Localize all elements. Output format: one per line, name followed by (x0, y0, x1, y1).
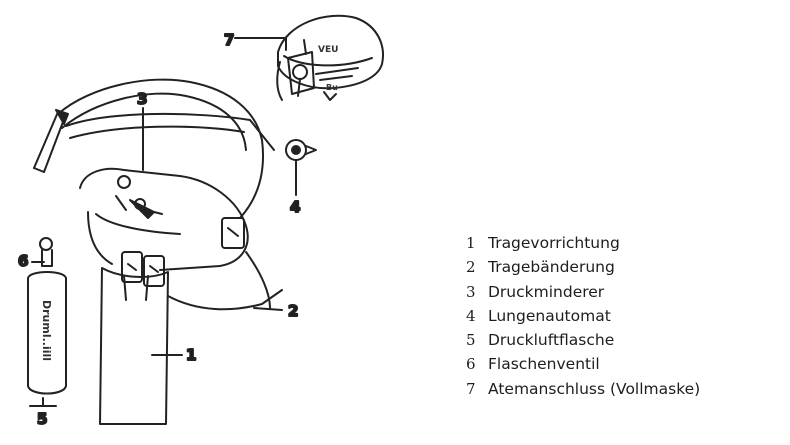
legend: 1 Tragevorrichtung 2 Tragebänderung 3 Dr… (466, 234, 700, 404)
callout-6: 6 (18, 252, 28, 270)
cylinder-label: Druml..iill (40, 300, 53, 361)
callout-3: 3 (137, 90, 147, 108)
legend-label: Tragevorrichtung (488, 234, 620, 252)
legend-number: 4 (466, 307, 488, 325)
legend-label: Flaschenventil (488, 355, 600, 373)
legend-item: 5 Druckluftflasche (466, 331, 700, 355)
legend-number: 5 (466, 331, 488, 349)
legend-number: 7 (466, 380, 488, 398)
legend-label: Tragebänderung (488, 258, 615, 276)
legend-label: Atemanschluss (Vollmaske) (488, 380, 700, 398)
legend-item: 1 Tragevorrichtung (466, 234, 700, 258)
callout-5: 5 (37, 410, 47, 428)
legend-item: 4 Lungenautomat (466, 307, 700, 331)
legend-number: 1 (466, 234, 488, 252)
legend-item: 3 Druckminderer (466, 283, 700, 307)
legend-number: 3 (466, 283, 488, 301)
callout-7: 7 (224, 31, 234, 49)
legend-number: 2 (466, 258, 488, 276)
legend-number: 6 (466, 355, 488, 373)
legend-item: 6 Flaschenventil (466, 355, 700, 379)
pressure-reducer-drawing (116, 176, 162, 218)
svg-text:VEU: VEU (318, 45, 338, 55)
callout-4: 4 (290, 198, 300, 216)
legend-item: 2 Tragebänderung (466, 258, 700, 282)
legend-item: 7 Atemanschluss (Vollmaske) (466, 380, 700, 404)
callout-2: 2 (288, 302, 298, 320)
full-face-mask-drawing: VEU Bu (277, 16, 383, 100)
legend-label: Druckminderer (488, 283, 604, 301)
svg-text:Bu: Bu (326, 83, 338, 92)
legend-label: Lungenautomat (488, 307, 611, 325)
lung-demand-valve-drawing (66, 114, 316, 160)
legend-label: Druckluftflasche (488, 331, 614, 349)
carrier-harness-drawing (34, 80, 282, 424)
callout-1: 1 (186, 346, 196, 364)
